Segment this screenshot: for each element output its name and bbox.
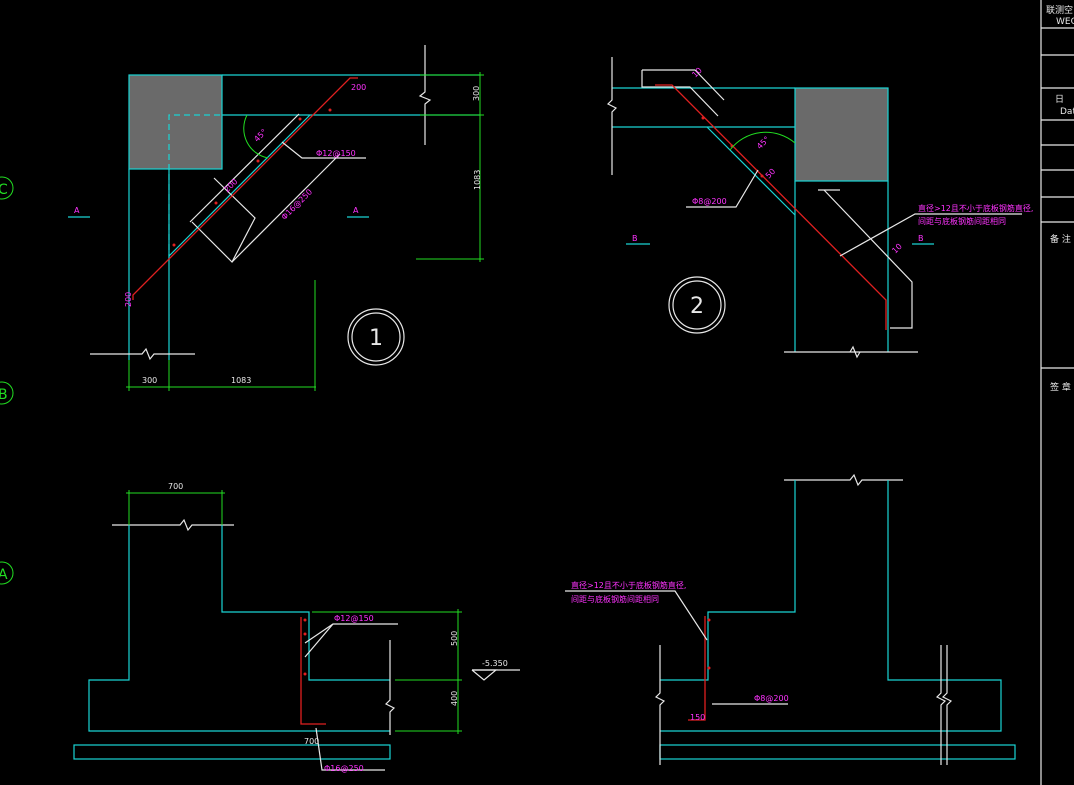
- section-mark-left: A: [74, 206, 80, 215]
- angle-label: 45°: [252, 127, 268, 143]
- column-block-2: [794, 87, 889, 182]
- note-line-2: 间距与底板钢筋间距相同: [918, 216, 1006, 226]
- section-b-note-2: 间距与底板钢筋间距相同: [571, 594, 659, 604]
- section-b-note-1: 直径>12且不小于底板钢筋直径,: [571, 580, 686, 590]
- section-a-level: -5.350: [482, 659, 508, 668]
- detail-number-1: 1: [369, 326, 383, 351]
- section-b-bar: Φ8@200: [754, 694, 789, 703]
- section-mark-left-2: B: [632, 234, 638, 243]
- section-a-bottom-dim: 700: [304, 737, 319, 746]
- axis-label-c: C: [0, 182, 8, 198]
- section-a-bar-1: Φ12@150: [334, 614, 374, 623]
- axis-label-a: A: [0, 567, 8, 583]
- title-block-top-2: WECH: [1056, 17, 1074, 27]
- title-block-date-short: Dat: [1060, 107, 1074, 117]
- rebar-hook-right: 10: [890, 242, 904, 256]
- title-block-date: 日: [1055, 94, 1064, 105]
- rebar-top-length: 200: [351, 83, 366, 92]
- section-a-dim-500: 500: [450, 631, 459, 646]
- angle-label-2: 45°: [755, 135, 771, 151]
- section-mark-right: A: [353, 206, 359, 215]
- rebar-left-length: 200: [124, 292, 133, 307]
- axis-bubbles: C B A: [0, 176, 14, 585]
- dim-right: 1083: [473, 170, 482, 190]
- title-block-remarks: 备 注: [1050, 233, 1071, 245]
- dim-top-right: 300: [472, 86, 481, 101]
- bar-label-2: Φ16@250: [280, 187, 314, 221]
- title-block-top-1: 联测空: [1046, 4, 1073, 16]
- dim-bottom-right: 1083: [231, 376, 251, 385]
- section-b-bottom-dim: 150: [690, 713, 705, 722]
- detail-number-2: 2: [690, 294, 704, 319]
- section-mark-right-2: B: [918, 234, 924, 243]
- title-block: 联测空 WECH 日 Dat 备 注 签 章: [1040, 0, 1074, 785]
- note-line-1: 直径>12且不小于底板钢筋直径,: [918, 203, 1033, 213]
- section-a-bar-2: Φ16@250: [324, 764, 364, 773]
- dim-bottom-left: 300: [142, 376, 157, 385]
- bar-label-2-8: Φ8@200: [692, 197, 727, 206]
- section-a-dim-top: 700: [168, 482, 183, 491]
- bar-label-1: Φ12@150: [316, 149, 356, 158]
- axis-label-b: B: [0, 387, 8, 403]
- detail-1-plan: 45° 300 1083 300 1083 200 200 200 Φ12@15…: [68, 45, 484, 391]
- column-block: [128, 74, 223, 170]
- section-a-dim-400: 400: [450, 691, 459, 706]
- section-b: 直径>12且不小于底板钢筋直径, 间距与底板钢筋间距相同 Φ8@200 150: [565, 473, 1016, 765]
- title-block-signature: 签 章: [1050, 381, 1071, 393]
- detail-2-plan: 45° 50 10 10 Φ8@200 直径>12且不小于底板钢筋直径, 间距与…: [606, 57, 1033, 359]
- section-a: 700 Φ12@150 Φ16@250 700 500 400 -5.350: [73, 482, 520, 773]
